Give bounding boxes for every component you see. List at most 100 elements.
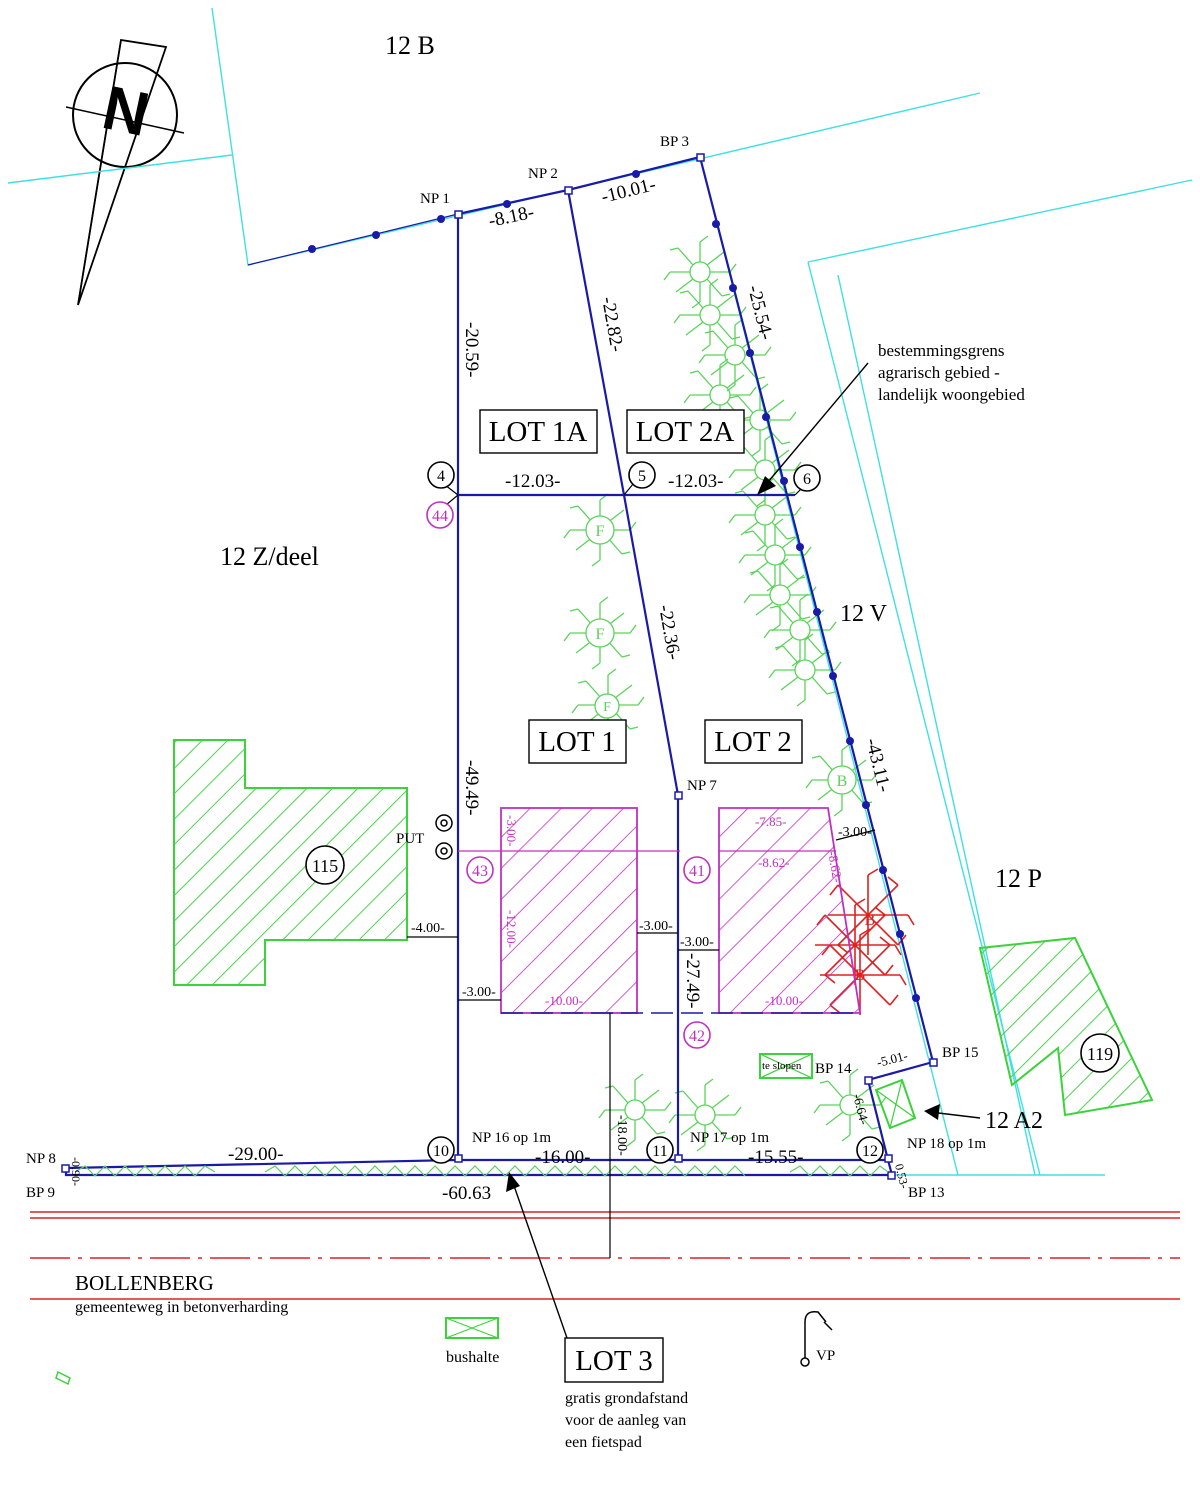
- parcel-12b: 12 B: [385, 31, 435, 60]
- parcel-12v: 12 V: [840, 601, 888, 627]
- marker-12: 12: [862, 1143, 878, 1160]
- point-np1: NP 1: [420, 191, 450, 207]
- demolish-label: te slopen: [762, 1060, 802, 1072]
- street-name: BOLLENBERG: [75, 1271, 214, 1295]
- bdim-8-62-v: -8.62-: [825, 850, 845, 884]
- lot-1a-label: LOT 1A: [489, 416, 588, 448]
- marker-5: 5: [638, 468, 646, 485]
- cadastral-lines: [7, 7, 1193, 1176]
- parcel-12a2: 12 A2: [985, 1108, 1043, 1134]
- bdim-12-00: -12.00-: [504, 910, 519, 948]
- zone-note-line3: landelijk woongebied: [878, 385, 1025, 404]
- markers-magenta: [426, 501, 711, 1049]
- lot-1-label: LOT 1: [538, 726, 616, 758]
- planned-buildings: [458, 807, 862, 1014]
- marker-44: 44: [432, 508, 448, 525]
- building-lot1: [500, 807, 638, 1014]
- dim-22-36: -22.36-: [654, 603, 684, 661]
- dim-18-00: -18.00-: [614, 1115, 629, 1156]
- bdim-7-85: -7.85-: [755, 814, 786, 829]
- parcel-12z: 12 Z/deel: [220, 542, 319, 571]
- point-bp14: BP 14: [815, 1061, 852, 1077]
- bdim-3-00: -3.00-: [504, 815, 519, 846]
- lot-3-label: LOT 3: [575, 1345, 653, 1377]
- bdim-10-00-a: -10.00-: [545, 993, 583, 1008]
- tree-b-2: B: [865, 912, 876, 929]
- lot3-note-line1: gratis grondafstand: [565, 1390, 688, 1407]
- dim-3-00-a: -3.00-: [462, 985, 496, 1000]
- parcel-12p: 12 P: [995, 864, 1042, 893]
- tree-b-1: B: [837, 773, 848, 790]
- dim-3-00-b: -3.00-: [639, 919, 673, 934]
- dim-5-01: -5.01-: [875, 1048, 909, 1070]
- point-np8: NP 8: [26, 1151, 56, 1167]
- building-119: [978, 936, 1154, 1117]
- marker-10: 10: [433, 1143, 449, 1160]
- point-bp3: BP 3: [660, 134, 689, 150]
- point-np7: NP 7: [687, 778, 717, 794]
- dim-49-49: -49.49-: [461, 760, 482, 815]
- dim-27-49: -27.49-: [682, 953, 703, 1008]
- lot3-note-line3: een fietspad: [565, 1434, 642, 1451]
- dim-20-59: -20.59-: [461, 322, 482, 377]
- dim-29-00: -29.00-: [228, 1144, 283, 1165]
- cycle-path: [74, 1165, 889, 1177]
- lot3-note-line2: voor de aanleg van: [565, 1412, 686, 1429]
- bus-stop-label: bushalte: [446, 1349, 499, 1366]
- lot-boundaries: [64, 155, 935, 1177]
- dim-60-63: -60.63: [442, 1183, 491, 1204]
- dim-3-00-d: -3.00-: [838, 825, 872, 840]
- point-np18: NP 18 op 1m: [907, 1136, 986, 1152]
- house-number-119: 119: [1087, 1044, 1113, 1064]
- point-np17: NP 17 op 1m: [690, 1130, 769, 1146]
- bdim-10-00-b: -10.00-: [765, 993, 803, 1008]
- dim-25-54: -25.54-: [743, 283, 777, 342]
- dim-12-03-a: -12.03-: [505, 471, 560, 492]
- zone-note-line1: bestemmingsgrens: [878, 341, 1005, 360]
- dim-16-00: -16.00-: [535, 1147, 590, 1168]
- tree-f-2: F: [596, 626, 605, 643]
- north-letter: N: [97, 73, 155, 150]
- tree-b-3: B: [855, 967, 866, 984]
- bus-stop-icon: [445, 1317, 499, 1339]
- demolish-shed: [759, 1053, 813, 1079]
- lot-2a-label: LOT 2A: [636, 416, 735, 448]
- building-115: [173, 739, 408, 986]
- leader-arrows: [506, 362, 981, 1339]
- small-marker-icon: [55, 1370, 71, 1386]
- tree-f-3: F: [603, 700, 611, 715]
- road-bollenberg: [30, 1211, 1180, 1300]
- marker-41: 41: [689, 863, 705, 880]
- markers-black: [305, 461, 1120, 1164]
- put-icon: [435, 814, 453, 860]
- marker-4: 4: [437, 468, 445, 485]
- lamp-post-icon: [800, 1310, 833, 1367]
- marker-43: 43: [472, 863, 488, 880]
- vp-label: VP: [816, 1348, 835, 1364]
- bdim-8-62: -8.62-: [758, 855, 789, 870]
- survey-points: [61, 153, 938, 1180]
- dim-15-55: -15.55-: [748, 1147, 803, 1168]
- lot-2-label: LOT 2: [714, 726, 792, 758]
- lot-boxes: [479, 409, 803, 1383]
- point-np2: NP 2: [528, 166, 558, 182]
- house-number-115: 115: [312, 856, 338, 876]
- marker-6: 6: [803, 471, 811, 488]
- dim-6-64: -6.64-: [850, 1092, 872, 1126]
- marker-42: 42: [689, 1028, 705, 1045]
- dim-12-03-b: -12.03-: [668, 471, 723, 492]
- shed-12a2: [874, 1078, 917, 1130]
- put-label: PUT: [396, 831, 424, 847]
- tree-f-1: F: [596, 523, 605, 540]
- dim-3-00-c: -3.00-: [680, 935, 714, 950]
- dim-22-82: -22.82-: [597, 295, 627, 353]
- street-description: gemeenteweg in betonverharding: [75, 1299, 288, 1316]
- dim-0-90: -0.90-: [69, 1157, 83, 1186]
- zone-note-line2: agrarisch gebied -: [878, 363, 1000, 382]
- tree-circles: [585, 515, 857, 795]
- point-bp9: BP 9: [26, 1185, 55, 1201]
- dim-4-00: -4.00-: [411, 921, 445, 936]
- point-bp15: BP 15: [942, 1045, 979, 1061]
- point-bp13: BP 13: [908, 1185, 945, 1201]
